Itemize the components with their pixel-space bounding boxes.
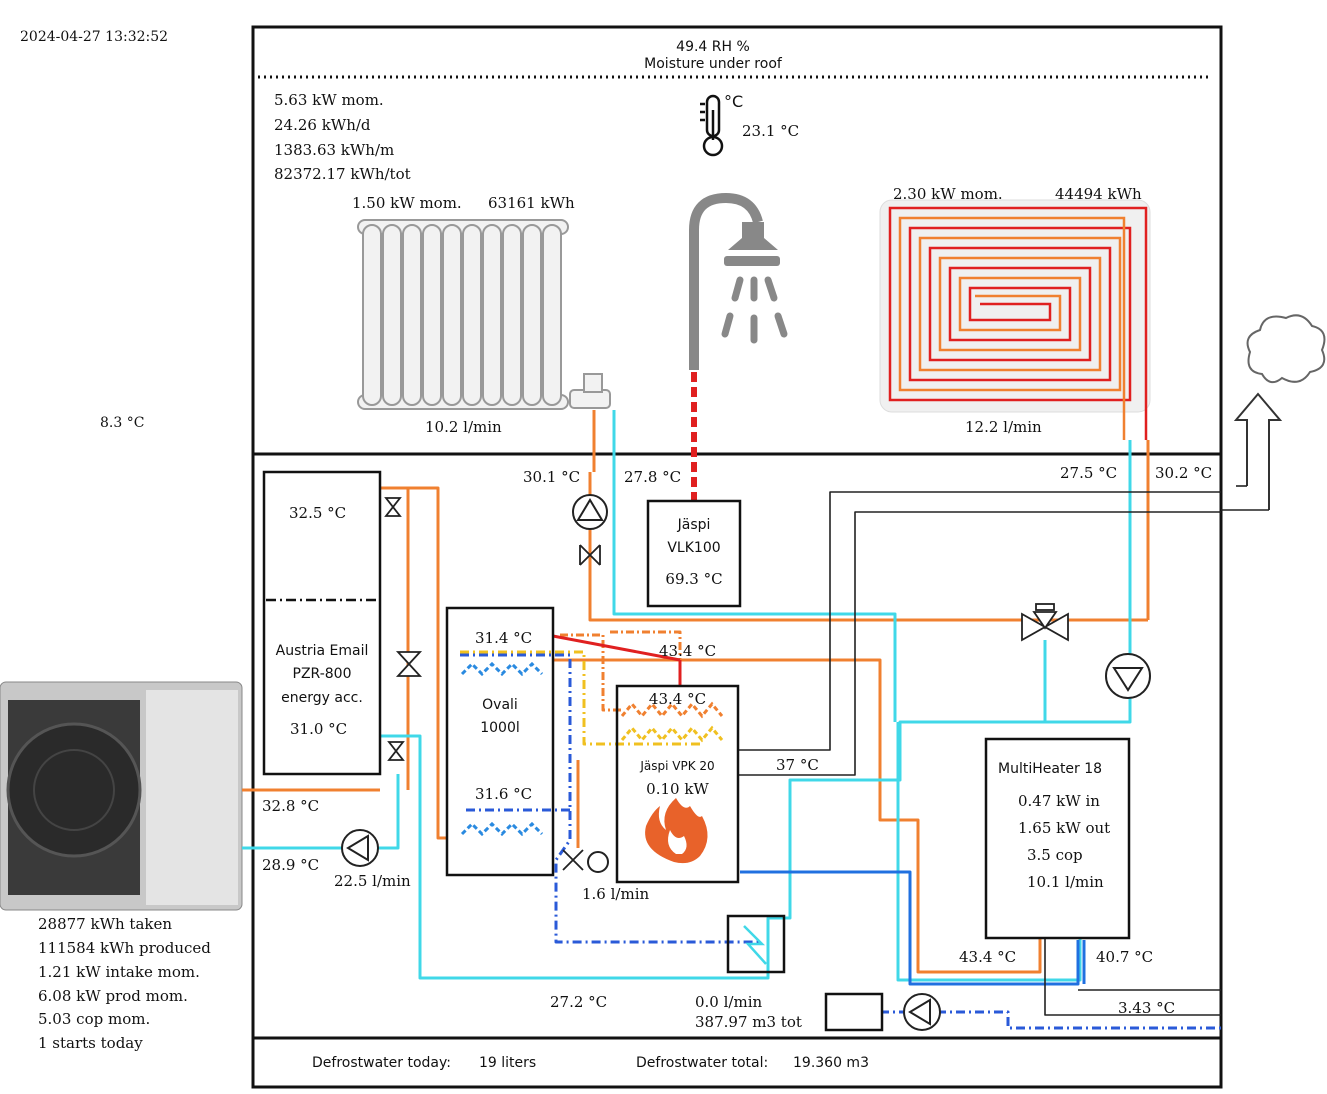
cloud-icon <box>1246 314 1326 384</box>
hp-taken: 28877 kWh taken <box>38 915 173 933</box>
energy-day: 24.26 kWh/d <box>274 116 371 134</box>
floor-return-temp: 27.5 °C <box>1060 464 1118 482</box>
pump-icon <box>1105 653 1151 699</box>
water-flow: 0.0 l/min <box>695 993 763 1011</box>
defrost-today-label: Defrostwater today: <box>312 1055 451 1071</box>
mh-out: 1.65 kW out <box>1018 819 1111 837</box>
mh-in: 0.47 kW in <box>1018 792 1100 810</box>
acc-bottom-temp: 31.0 °C <box>290 720 348 738</box>
exhaust-arrow-icon <box>1233 392 1283 510</box>
shower-icon <box>689 192 788 500</box>
vpk-tank <box>615 684 740 884</box>
mh-in-temp: 40.7 °C <box>1096 948 1154 966</box>
radiator-flow: 10.2 l/min <box>425 418 502 436</box>
building-frame <box>251 25 1223 1089</box>
vpk-name: Jäspi VPK 20 <box>640 759 715 773</box>
floor-heating-icon <box>879 199 1151 440</box>
mh-name: MultiHeater 18 <box>998 761 1103 777</box>
water-meter <box>824 992 884 1032</box>
pump-icon <box>587 851 609 873</box>
pipes <box>242 410 1269 1030</box>
mh-flow: 10.1 l/min <box>1027 873 1104 891</box>
pumps <box>341 494 1151 1031</box>
pump-icon <box>903 993 941 1031</box>
vpk-top-temp: 43.4 °C <box>648 690 707 708</box>
defrost-total-value: 19.360 m3 <box>793 1055 869 1071</box>
oval-tank <box>445 606 555 877</box>
heat-exchanger <box>726 914 786 974</box>
hp-cop: 5.03 cop mom. <box>38 1010 151 1028</box>
vpk-power: 0.10 kW <box>646 780 709 798</box>
roof-humidity: 49.4 RH % <box>676 39 750 55</box>
mh-out-temp: 43.4 °C <box>959 948 1017 966</box>
energy-month: 1383.63 kWh/m <box>274 141 395 159</box>
floor-supply-temp: 30.2 °C <box>1155 464 1213 482</box>
vlk-tank <box>646 499 742 608</box>
accumulator-tank <box>262 470 382 776</box>
acc-line1: Austria Email <box>275 643 369 659</box>
floor-energy: 44494 kWh <box>1055 185 1142 203</box>
oval-name2: 1000l <box>480 720 520 736</box>
hp-starts: 1 starts today <box>38 1034 143 1052</box>
return-bottom-temp: 27.2 °C <box>550 993 608 1011</box>
coils <box>460 661 724 837</box>
acc-line2: PZR-800 <box>292 666 352 682</box>
mid-temp: 43.4 °C <box>659 642 717 660</box>
timestamp: 2024-04-27 13:32:52 <box>20 29 169 45</box>
oval-top-temp: 31.4 °C <box>475 629 533 647</box>
vpk-line-temp: 37 °C <box>776 756 819 774</box>
thermo-unit: °C <box>724 92 744 111</box>
defrost-total-label: Defrostwater total: <box>636 1055 769 1071</box>
vlk-name1: Jäspi <box>677 517 711 533</box>
hp-supply-temp: 32.8 °C <box>262 797 320 815</box>
hp-flow: 22.5 l/min <box>334 872 411 890</box>
flame-icon <box>645 798 708 864</box>
oval-bottom-temp: 31.6 °C <box>475 785 533 803</box>
rad-supply-temp: 30.1 °C <box>523 468 581 486</box>
defrost-today-value: 19 liters <box>479 1055 537 1071</box>
radiator-energy: 63161 kWh <box>488 194 575 212</box>
radiator-icon <box>357 219 611 410</box>
multiheater-box <box>984 737 1131 940</box>
oval-flow: 1.6 l/min <box>582 885 650 903</box>
roof-label: Moisture under roof <box>644 56 782 72</box>
oval-name1: Ovali <box>482 697 518 713</box>
hp-intake: 1.21 kW intake mom. <box>38 963 200 981</box>
mh-bottom-temp: 3.43 °C <box>1118 999 1176 1017</box>
indoor-temp: 23.1 °C <box>742 122 800 140</box>
tanks <box>262 470 1131 1032</box>
energy-total: 82372.17 kWh/tot <box>274 165 411 183</box>
exchanger-icon <box>743 925 767 965</box>
thermometer-icon <box>700 94 724 157</box>
mh-cop: 3.5 cop <box>1027 846 1083 864</box>
heat-pump-unit <box>0 681 243 911</box>
vlk-temp: 69.3 °C <box>665 570 723 588</box>
pump-icon <box>341 829 379 867</box>
hp-return-temp: 28.9 °C <box>262 856 320 874</box>
floor-power: 2.30 kW mom. <box>893 185 1003 203</box>
pump-icon <box>572 494 608 530</box>
acc-top-temp: 32.5 °C <box>289 504 347 522</box>
floor-flow: 12.2 l/min <box>965 418 1042 436</box>
hp-produced: 111584 kWh produced <box>38 939 211 957</box>
acc-line3: energy acc. <box>281 690 363 706</box>
hp-prod: 6.08 kW prod mom. <box>38 987 188 1005</box>
radiator-power: 1.50 kW mom. <box>352 194 462 212</box>
valves <box>384 497 1069 871</box>
vlk-name2: VLK100 <box>667 540 721 556</box>
water-total: 387.97 m3 tot <box>695 1013 802 1031</box>
energy-mom: 5.63 kW mom. <box>274 91 384 109</box>
rad-return-temp: 27.8 °C <box>624 468 682 486</box>
outdoor-temp: 8.3 °C <box>100 415 145 431</box>
